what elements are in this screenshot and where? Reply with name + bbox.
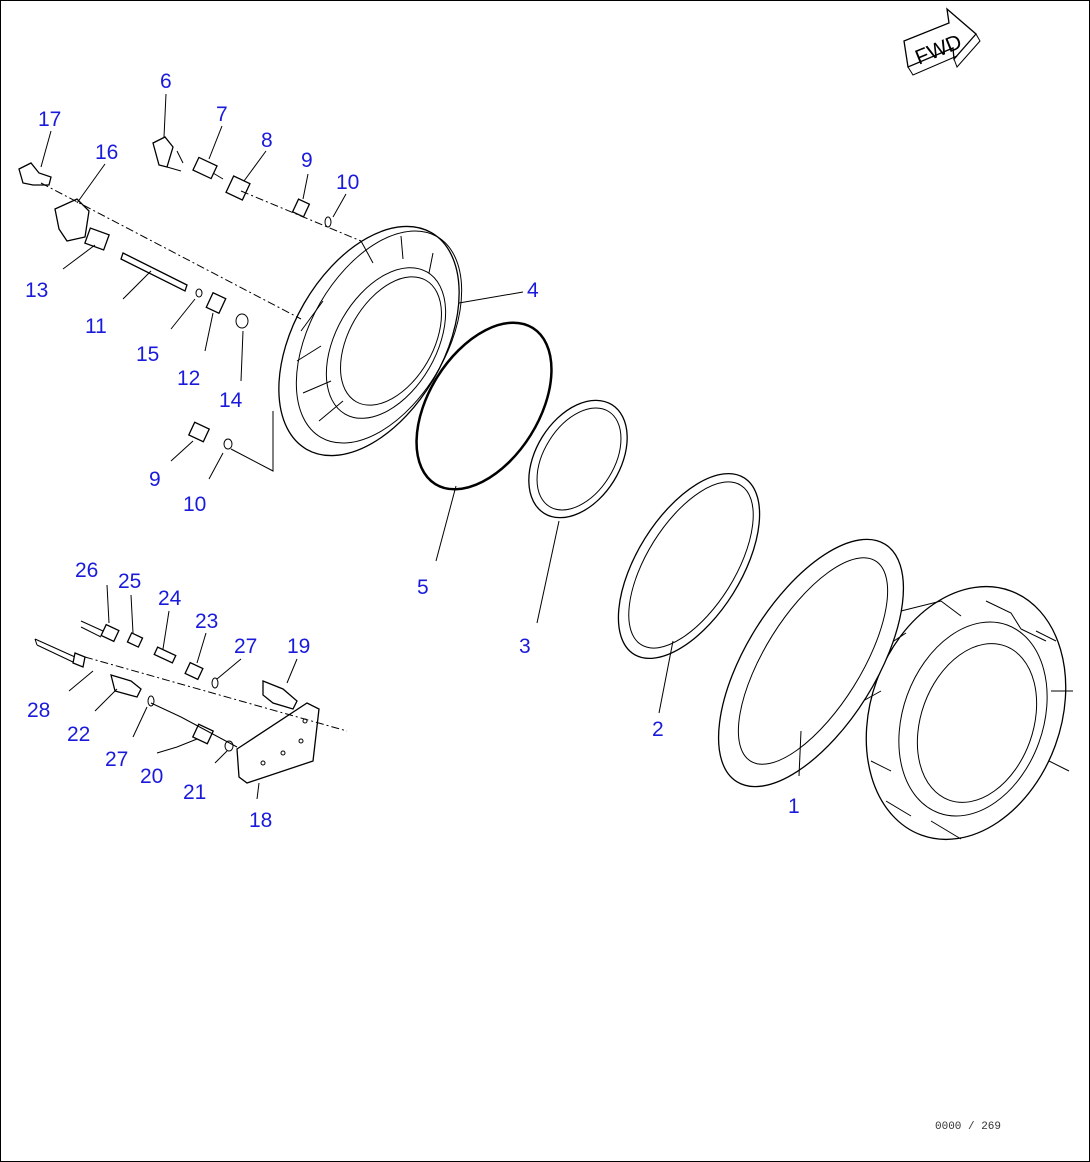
leader-lines [40,93,802,800]
callout-3: 3 [519,635,531,658]
callout-9: 9 [301,149,313,172]
part-fitting-8 [225,175,251,201]
callout-22: 22 [67,723,90,746]
part-oring-10-lower [223,438,233,450]
part-housing [862,585,1073,841]
drawing-code: 0000 / 269 [935,1121,1001,1133]
part-spacer-25 [126,632,144,648]
callout-10: 10 [336,171,359,194]
callout-10-lower: 10 [183,493,206,516]
callout-5: 5 [417,576,429,599]
callout-16: 16 [95,141,118,164]
part-nut-12 [205,291,227,315]
part-bolt-28 [34,638,86,668]
callout-24: 24 [158,587,182,610]
callout-19: 19 [287,635,310,658]
part-oring-10 [324,216,332,228]
part-ring-flat [717,538,905,788]
part-fitting-22 [110,674,142,698]
callout-labels: 1 2 3 4 5 6 7 8 9 10 9 10 11 12 13 14 15… [25,70,800,832]
callout-27: 27 [234,635,257,658]
callout-28: 28 [27,699,50,722]
part-elbow-fitting [152,136,184,172]
part-shaft-11 [120,252,188,292]
part-fitting-7 [192,156,224,180]
callout-21: 21 [183,781,206,804]
part-oring-27 [211,677,219,689]
callout-14: 14 [219,389,243,412]
callout-7: 7 [216,103,228,126]
part-o-ring [415,321,553,491]
part-seal-ring-large [617,472,761,660]
callout-23: 23 [195,610,218,633]
part-oring-27b [147,695,155,707]
part-fitting-23 [184,661,204,681]
callout-12: 12 [177,367,200,390]
callout-11: 11 [85,315,107,338]
callout-4: 4 [527,279,539,302]
part-plug-9-lower [187,421,211,443]
part-oring-20 [224,740,234,752]
alignment-lines [40,182,362,748]
callout-6: 6 [160,70,172,93]
callout-27-lower: 27 [105,748,128,771]
part-block-13 [84,227,110,251]
callout-9-lower: 9 [149,468,161,491]
callout-25: 25 [118,570,141,593]
part-bolt-19 [262,680,298,710]
callout-1: 1 [788,795,800,818]
callout-26: 26 [75,559,98,582]
callout-15: 15 [136,343,159,366]
part-bracket-16 [54,198,90,242]
part-stud-26 [80,620,120,643]
part-bolt-17 [18,162,52,186]
part-plate-18 [236,702,320,784]
part-plug-9 [291,198,311,218]
part-plug-21 [191,723,215,745]
callout-2: 2 [652,718,664,741]
part-cover-plate [278,225,463,457]
part-small-15 [195,288,203,298]
callout-8: 8 [261,129,273,152]
part-screw-24 [153,646,177,664]
callout-13: 13 [25,279,48,302]
fwd-arrow: FWD [903,7,981,76]
callout-18: 18 [249,809,272,832]
callout-20: 20 [140,765,163,788]
part-oring-14 [235,313,249,329]
part-seal-ring-small [528,399,628,519]
callout-17: 17 [38,108,61,131]
